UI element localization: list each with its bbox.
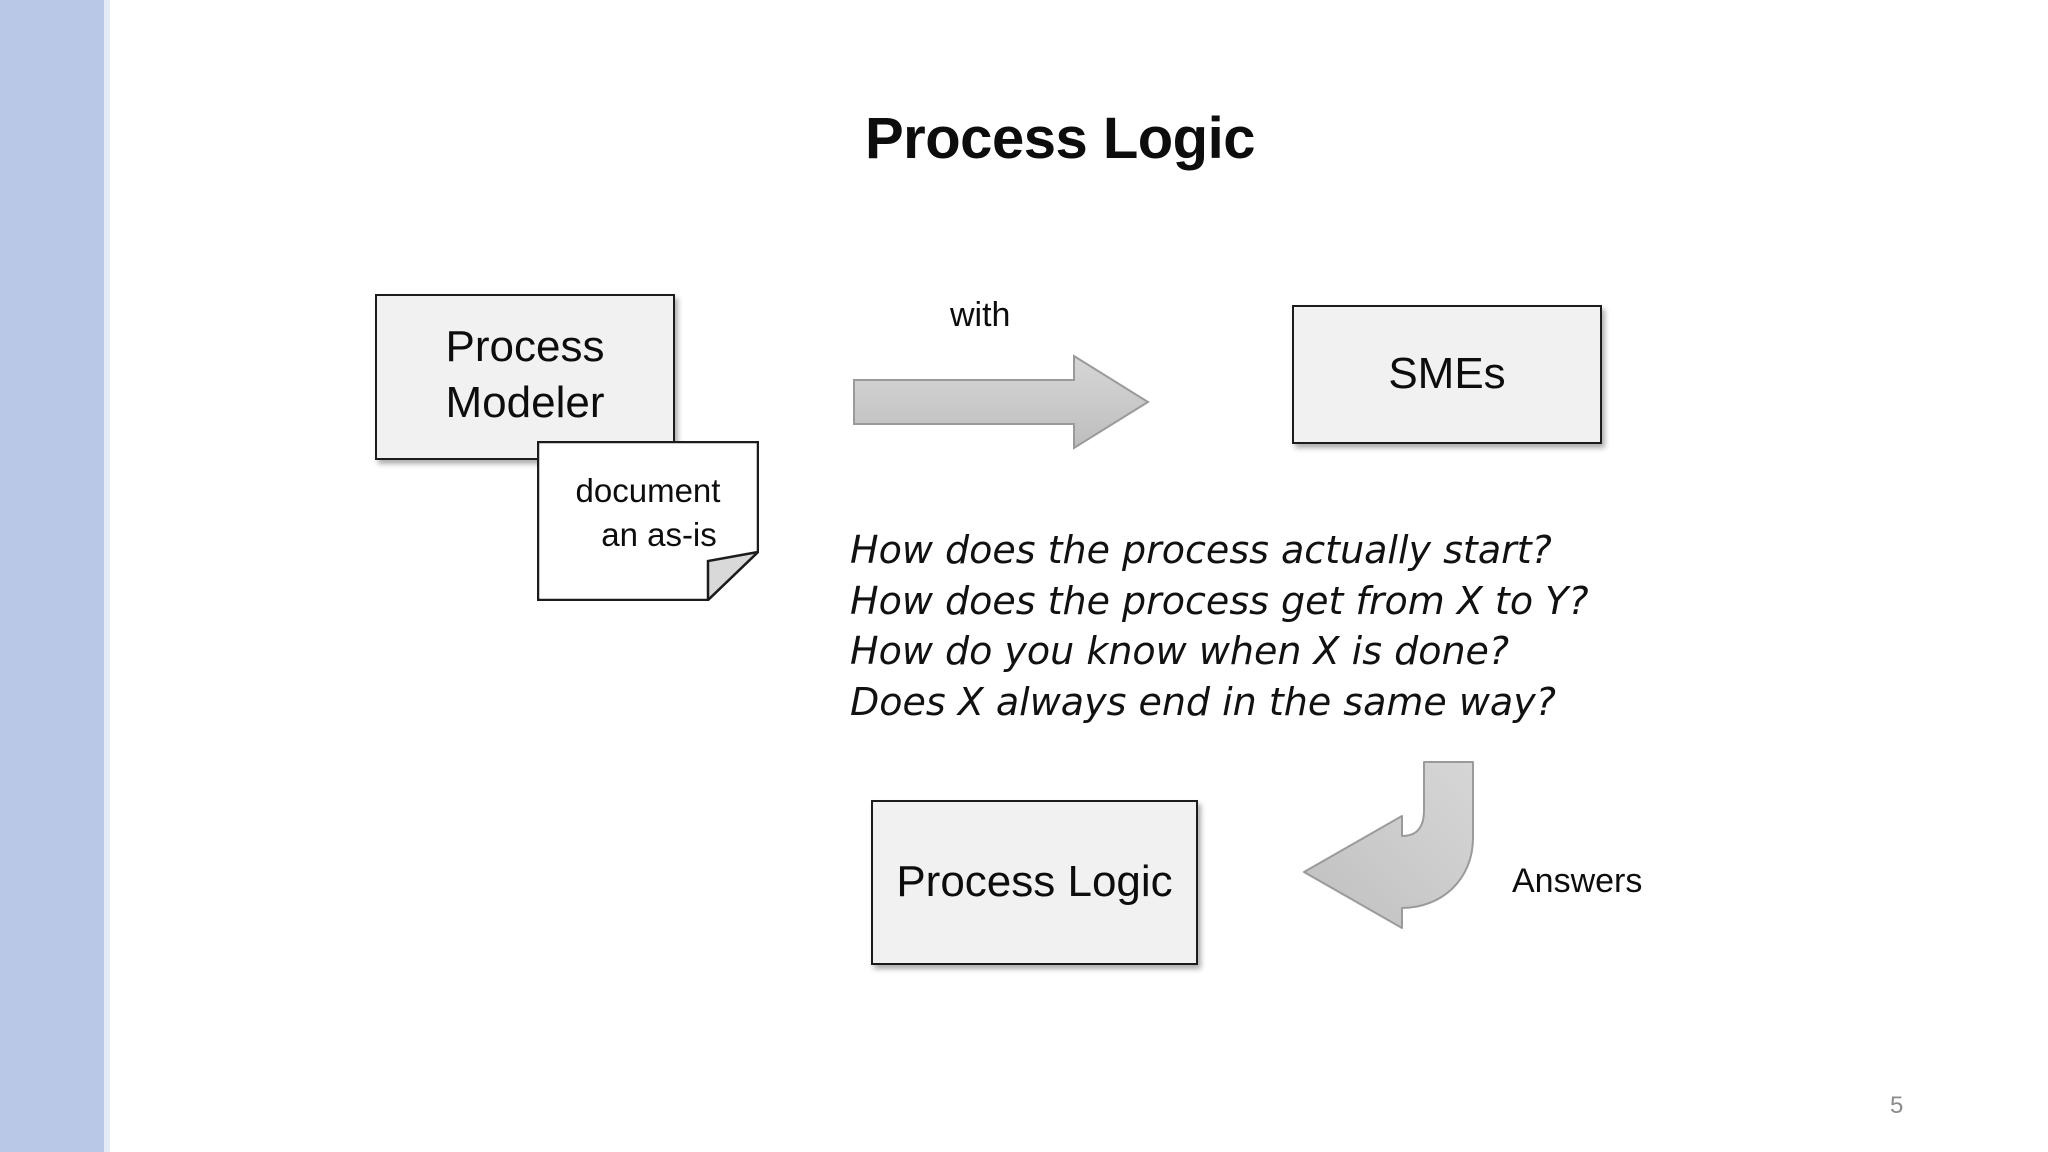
shape-process-logic[interactable]: Process Logic (871, 800, 1198, 965)
accent-stripe-edge (104, 0, 110, 1152)
shape-document-note-line-2: an as-is (601, 516, 717, 553)
question-list: How does the process actually start? How… (850, 525, 1610, 727)
shape-document-note-text: document an as-is (537, 441, 759, 601)
shape-process-modeler[interactable]: Process Modeler (375, 294, 675, 460)
connector-label-answers: Answers (1512, 862, 1643, 900)
document-note-icon (537, 441, 759, 601)
question-item: How does the process get from X to Y? (850, 578, 1589, 623)
shape-process-logic-text: Process Logic (896, 857, 1173, 907)
connector-label-with: with (950, 296, 1011, 334)
bent-left-arrow-icon (1303, 761, 1474, 929)
shape-process-modeler-line-2: Modeler (445, 378, 605, 427)
shape-smes[interactable]: SMEs (1292, 305, 1602, 444)
question-item: How do you know when X is done? (850, 629, 1510, 674)
right-arrow-icon (853, 354, 1150, 450)
question-item: Does X always end in the same way? (850, 679, 1556, 724)
shape-document-note-line-1: document (575, 471, 721, 509)
shape-process-modeler-text: Process Modeler (446, 319, 605, 436)
accent-stripe (0, 0, 104, 1152)
shape-document-note[interactable]: document an as-is (537, 441, 759, 601)
shape-process-modeler-line-1: Process (445, 321, 605, 371)
page-title: Process Logic (865, 106, 1255, 171)
question-item: How does the process actually start? (850, 528, 1552, 572)
shape-smes-text: SMEs (1388, 349, 1506, 399)
page-number: 5 (1890, 1092, 1904, 1119)
